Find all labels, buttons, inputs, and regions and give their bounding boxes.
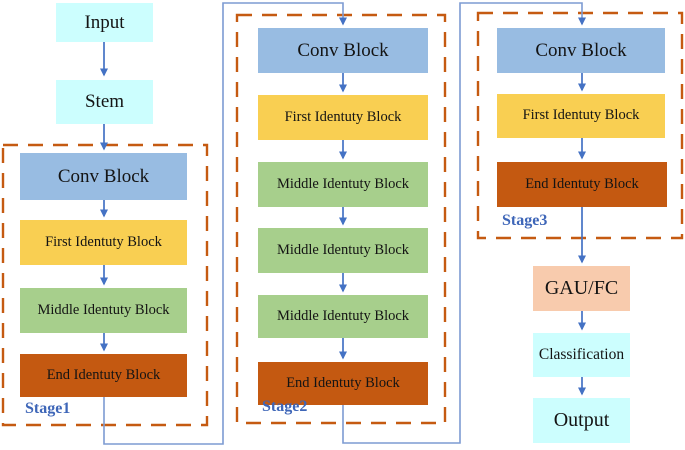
- connector-stage2-to-stage3: [342, 2, 586, 444]
- node-stage2-middle-identuty-block-3: Middle Identuty Block: [258, 295, 428, 338]
- stage2-dashed-frame: [235, 13, 447, 425]
- node-stage1-middle-identuty-block: Middle Identuty Block: [20, 288, 187, 333]
- node-output: Output: [533, 398, 630, 443]
- arrow-group: [100, 42, 586, 396]
- node-stage2-conv-block: Conv Block: [258, 28, 428, 73]
- node-input: Input: [56, 3, 153, 42]
- node-stage1-first-identuty-block: First Identuty Block: [20, 220, 187, 265]
- connector-stage1-to-stage2: [103, 2, 347, 445]
- node-stem: Stem: [56, 80, 153, 124]
- node-stage3-conv-block: Conv Block: [497, 28, 665, 73]
- stage1-label: Stage1: [25, 400, 71, 417]
- stage3-dashed-frame: [476, 11, 684, 240]
- node-stage3-end-identuty-block: End Identuty Block: [497, 162, 667, 207]
- node-classification: Classification: [533, 333, 630, 377]
- node-stage2-first-identuty-block: First Identuty Block: [258, 95, 428, 140]
- node-stage1-end-identuty-block: End Identuty Block: [20, 354, 187, 397]
- stage3-label: Stage3: [502, 212, 548, 229]
- stage2-label: Stage2: [262, 398, 308, 415]
- node-stage3-first-identuty-block: First Identuty Block: [497, 94, 665, 138]
- node-stage2-middle-identuty-block-2: Middle Identuty Block: [258, 228, 428, 273]
- node-stage2-middle-identuty-block-1: Middle Identuty Block: [258, 162, 428, 207]
- node-stage2-end-identuty-block: End Identuty Block: [258, 362, 428, 405]
- node-gau-fc: GAU/FC: [533, 266, 630, 311]
- node-stage1-conv-block: Conv Block: [20, 153, 187, 200]
